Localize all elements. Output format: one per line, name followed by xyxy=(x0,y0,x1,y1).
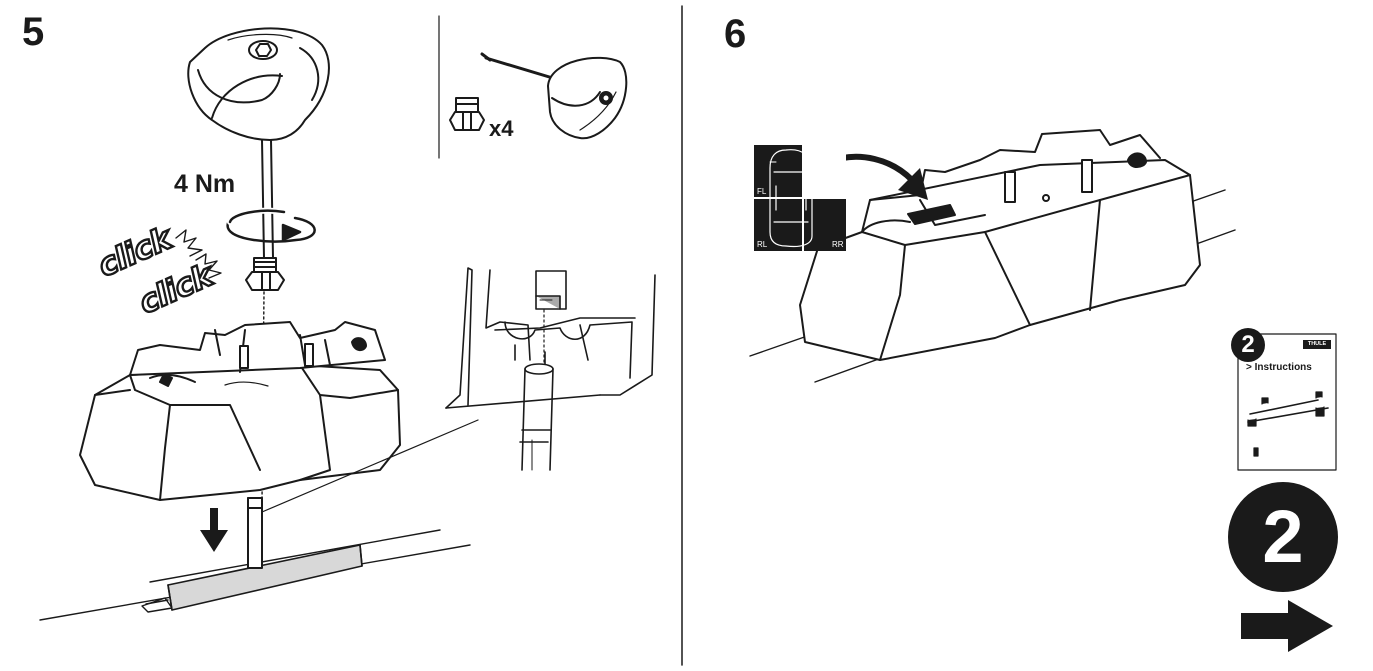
position-label-rl: RL xyxy=(757,240,768,249)
clamp-strip xyxy=(167,544,363,611)
hex-key-icon xyxy=(187,27,330,259)
down-arrow-icon xyxy=(200,508,228,552)
detail-view xyxy=(445,267,656,471)
right-arrow-icon xyxy=(1241,600,1333,652)
zoom-leader-line xyxy=(261,419,479,513)
quantity-label: x4 xyxy=(489,116,514,141)
position-label-rr: RR xyxy=(832,240,844,249)
bolt-pin xyxy=(247,497,263,569)
click-burst-icon xyxy=(175,229,222,279)
foot-pack-step5 xyxy=(79,321,401,501)
next-step-badge: 2 xyxy=(1228,482,1338,592)
position-label-fl: FL xyxy=(757,187,767,196)
booklet-title: > Instructions xyxy=(1246,362,1312,373)
booklet-brand-logo: THULE xyxy=(1303,340,1331,349)
step-number-5: 5 xyxy=(22,10,45,54)
torque-label: 4 Nm xyxy=(174,170,236,198)
booklet-step-badge: 2 xyxy=(1231,328,1265,362)
torque-wrench-icon xyxy=(480,52,628,140)
nut-icon xyxy=(245,257,285,291)
step-number-6: 6 xyxy=(724,12,747,56)
vehicle-position-diagram xyxy=(754,145,846,251)
foot-pack-step6 xyxy=(799,129,1201,361)
rotation-arrow-icon xyxy=(226,207,316,243)
small-nut-icon xyxy=(449,97,485,131)
